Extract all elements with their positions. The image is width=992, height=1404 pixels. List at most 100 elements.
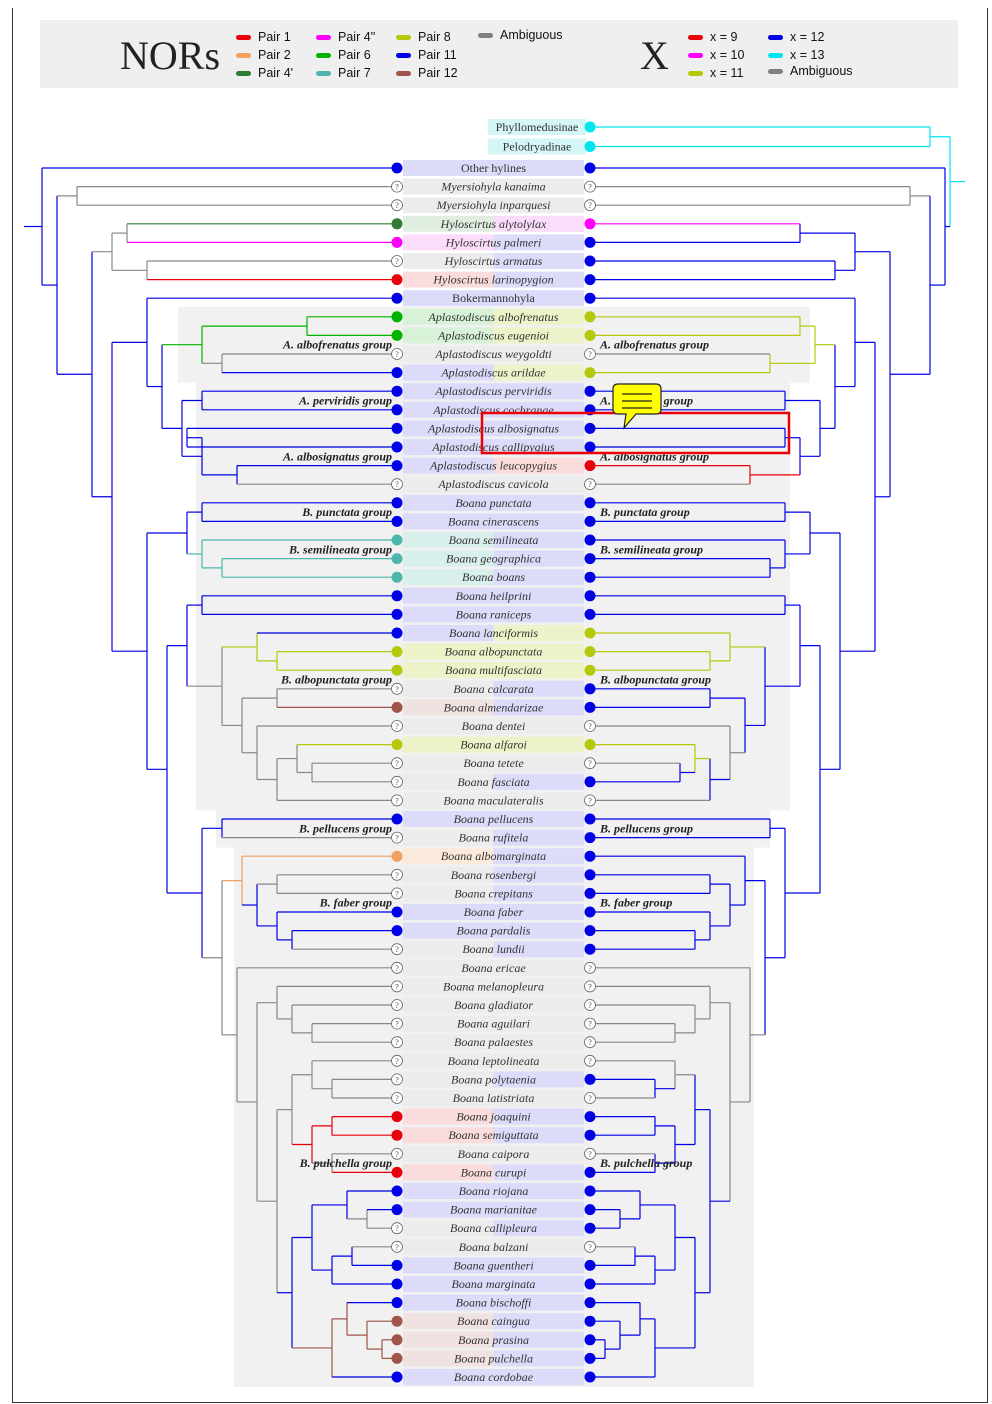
state-marker — [584, 627, 596, 639]
x-legend-item: x = 13 — [768, 48, 824, 62]
state-marker — [584, 329, 596, 341]
ambiguous-marker-glyph: ? — [395, 1020, 399, 1029]
nor-legend-item: Pair 11 — [396, 48, 457, 62]
ambiguous-marker-glyph: ? — [395, 1001, 399, 1010]
state-marker — [391, 422, 403, 434]
ambiguous-marker — [584, 980, 596, 993]
state-marker — [391, 590, 403, 602]
ambiguous-marker — [584, 180, 596, 193]
ambiguous-marker — [391, 348, 403, 360]
state-marker — [391, 274, 403, 286]
state-marker — [391, 329, 403, 341]
ambiguous-marker — [584, 999, 596, 1011]
ambiguous-marker — [391, 199, 403, 212]
taxon-band-left — [403, 1257, 494, 1274]
state-marker — [391, 646, 403, 658]
legend-swatch — [688, 71, 703, 77]
taxon-label: Boana heilprini — [456, 589, 532, 603]
ambiguous-marker-glyph: ? — [395, 1224, 399, 1233]
state-marker — [584, 590, 596, 602]
ambiguous-marker-glyph: ? — [588, 982, 592, 991]
taxon-band-left — [403, 978, 494, 995]
taxon-band-left — [403, 290, 494, 307]
ambiguous-marker-glyph: ? — [588, 964, 592, 973]
taxon-band-right — [493, 271, 584, 288]
legend-swatch — [316, 71, 331, 77]
state-marker — [584, 1204, 596, 1216]
taxon-band-right — [493, 773, 584, 790]
state-marker — [391, 460, 403, 472]
state-marker — [584, 1297, 596, 1309]
state-marker — [584, 534, 596, 546]
taxon-band-left — [403, 271, 494, 288]
legend-swatch — [768, 69, 783, 75]
ambiguous-marker-glyph: ? — [395, 1243, 399, 1252]
legend-swatch — [768, 53, 783, 59]
taxon-label: Aplastodiscus eugenioi — [437, 328, 549, 342]
taxon-label: Aplastodiscus weygoldti — [434, 347, 551, 361]
taxon-band-left — [403, 1127, 494, 1144]
taxon-band-right — [493, 1369, 584, 1385]
outgroup-label: Pelodryadinae — [503, 140, 572, 154]
state-marker — [584, 1222, 596, 1234]
taxon-label: Boana albopunctata — [445, 645, 543, 659]
group-label-left: B. punctata group — [301, 505, 392, 519]
taxon-band-right — [493, 420, 584, 437]
taxon-band-right — [493, 215, 584, 232]
ambiguous-marker-glyph: ? — [395, 796, 399, 805]
taxon-band-right — [493, 457, 584, 474]
state-marker — [391, 1129, 403, 1141]
state-marker — [391, 1315, 403, 1327]
x-legend-item: x = 12 — [768, 30, 824, 44]
state-marker — [584, 1334, 596, 1346]
taxon-band-left — [403, 1331, 494, 1348]
state-marker — [391, 813, 403, 825]
state-marker — [391, 292, 403, 304]
state-marker — [584, 553, 596, 565]
state-marker — [391, 404, 403, 416]
taxon-band-left — [403, 904, 494, 920]
state-marker — [391, 236, 403, 248]
ambiguous-marker — [584, 1054, 596, 1067]
state-marker — [584, 608, 596, 620]
taxon-label: Hyloscirtus alytolylax — [440, 217, 547, 231]
state-marker — [584, 141, 596, 152]
taxon-band-left — [403, 587, 494, 604]
taxon-label: Aplastodiscus cochranae — [432, 403, 554, 417]
ambiguous-marker — [391, 720, 403, 732]
taxon-label: Boana geographica — [446, 552, 541, 566]
taxon-band-left — [403, 699, 494, 716]
taxon-band-right — [493, 383, 584, 400]
ambiguous-marker-glyph: ? — [395, 1150, 399, 1159]
taxon-label: Boana crepitans — [454, 886, 533, 900]
taxon-band-left — [403, 1052, 494, 1069]
state-marker — [584, 1185, 596, 1197]
taxon-band-left — [403, 718, 494, 734]
ambiguous-marker — [391, 255, 403, 267]
taxon-band-right — [493, 1015, 584, 1032]
nor-legend-item: Pair 4' — [236, 66, 293, 80]
nor-legend-item: Ambiguous — [478, 28, 563, 42]
ambiguous-marker — [391, 1054, 403, 1067]
taxon-label: Boana riojana — [459, 1184, 529, 1198]
state-marker — [584, 422, 596, 434]
taxon-band-left — [403, 1071, 494, 1088]
taxon-label: Boana albomarginata — [441, 849, 546, 863]
ambiguous-marker — [584, 1036, 596, 1049]
taxon-band-right — [493, 736, 584, 753]
ambiguous-marker — [391, 831, 403, 844]
ambiguous-marker-glyph: ? — [588, 1001, 592, 1010]
taxon-band-left — [403, 1369, 494, 1385]
taxon-band-right — [493, 959, 584, 976]
taxon-band-left — [403, 197, 494, 214]
taxon-band-right — [493, 364, 584, 381]
x-legend-title: X — [640, 33, 669, 78]
taxon-label: Boana pulchella — [454, 1351, 533, 1365]
ambiguous-marker-glyph: ? — [588, 1020, 592, 1029]
nor-legend-item: Pair 1 — [236, 30, 291, 44]
state-marker — [391, 739, 403, 751]
ambiguous-marker — [391, 794, 403, 807]
state-marker — [584, 943, 596, 955]
state-marker — [391, 534, 403, 546]
